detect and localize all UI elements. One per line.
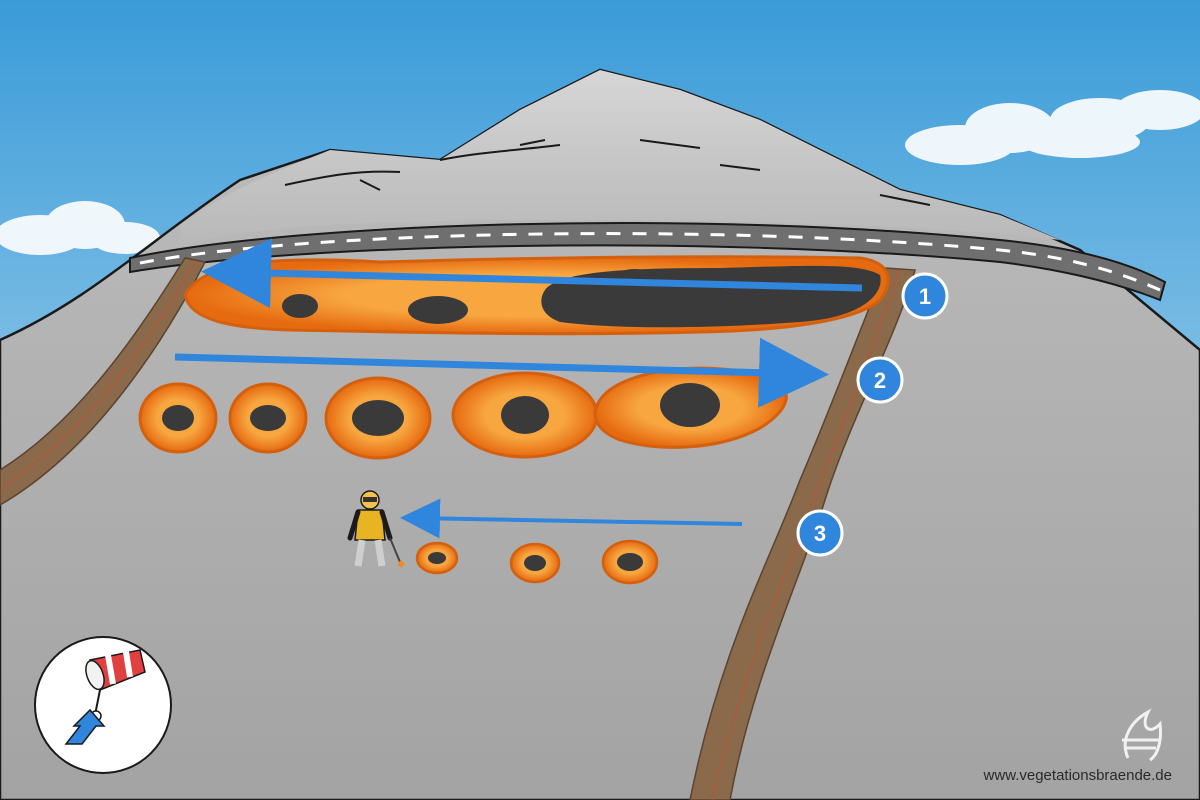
burned-spot [524,555,546,571]
cloud-right [905,90,1200,165]
burned-spot [408,296,468,324]
burned-spot [660,383,720,427]
left-footpath [0,257,207,506]
burned-spot [501,396,549,434]
svg-text:1: 1 [919,284,931,309]
svg-text:2: 2 [874,368,886,393]
direction-arrow-3 [400,498,743,539]
direction-arrow-1 [201,238,863,309]
left-footpath-line [0,261,196,489]
wind-indicator [34,636,172,774]
cloud-left [0,201,160,255]
burned-spot [617,553,643,571]
burned-spot [352,400,404,436]
svg-text:3: 3 [814,521,826,546]
right-footpath-line [711,269,901,800]
website-url: www.vegetationsbraende.de [983,767,1172,784]
burned-spot [282,294,318,318]
burned-spot [428,552,446,564]
direction-arrow-2 [174,337,829,408]
mountain-peak [180,70,1060,245]
ridge-lines [284,139,931,206]
step-badge-1: 1 [901,272,949,320]
up-arrow-icon [64,708,106,745]
firefighter-figure [347,490,404,567]
fire-row-3 [415,539,659,585]
windsock-icon [85,649,146,722]
step-badge-3: 3 [796,509,844,557]
burned-spot [250,405,286,431]
burned-spot [162,405,194,431]
road-center-dashes [139,232,1161,292]
fire-row-2 [138,366,788,460]
flame-logo [1122,708,1162,762]
step-badge-2: 2 [856,356,904,404]
fire-row-1 [183,255,890,336]
